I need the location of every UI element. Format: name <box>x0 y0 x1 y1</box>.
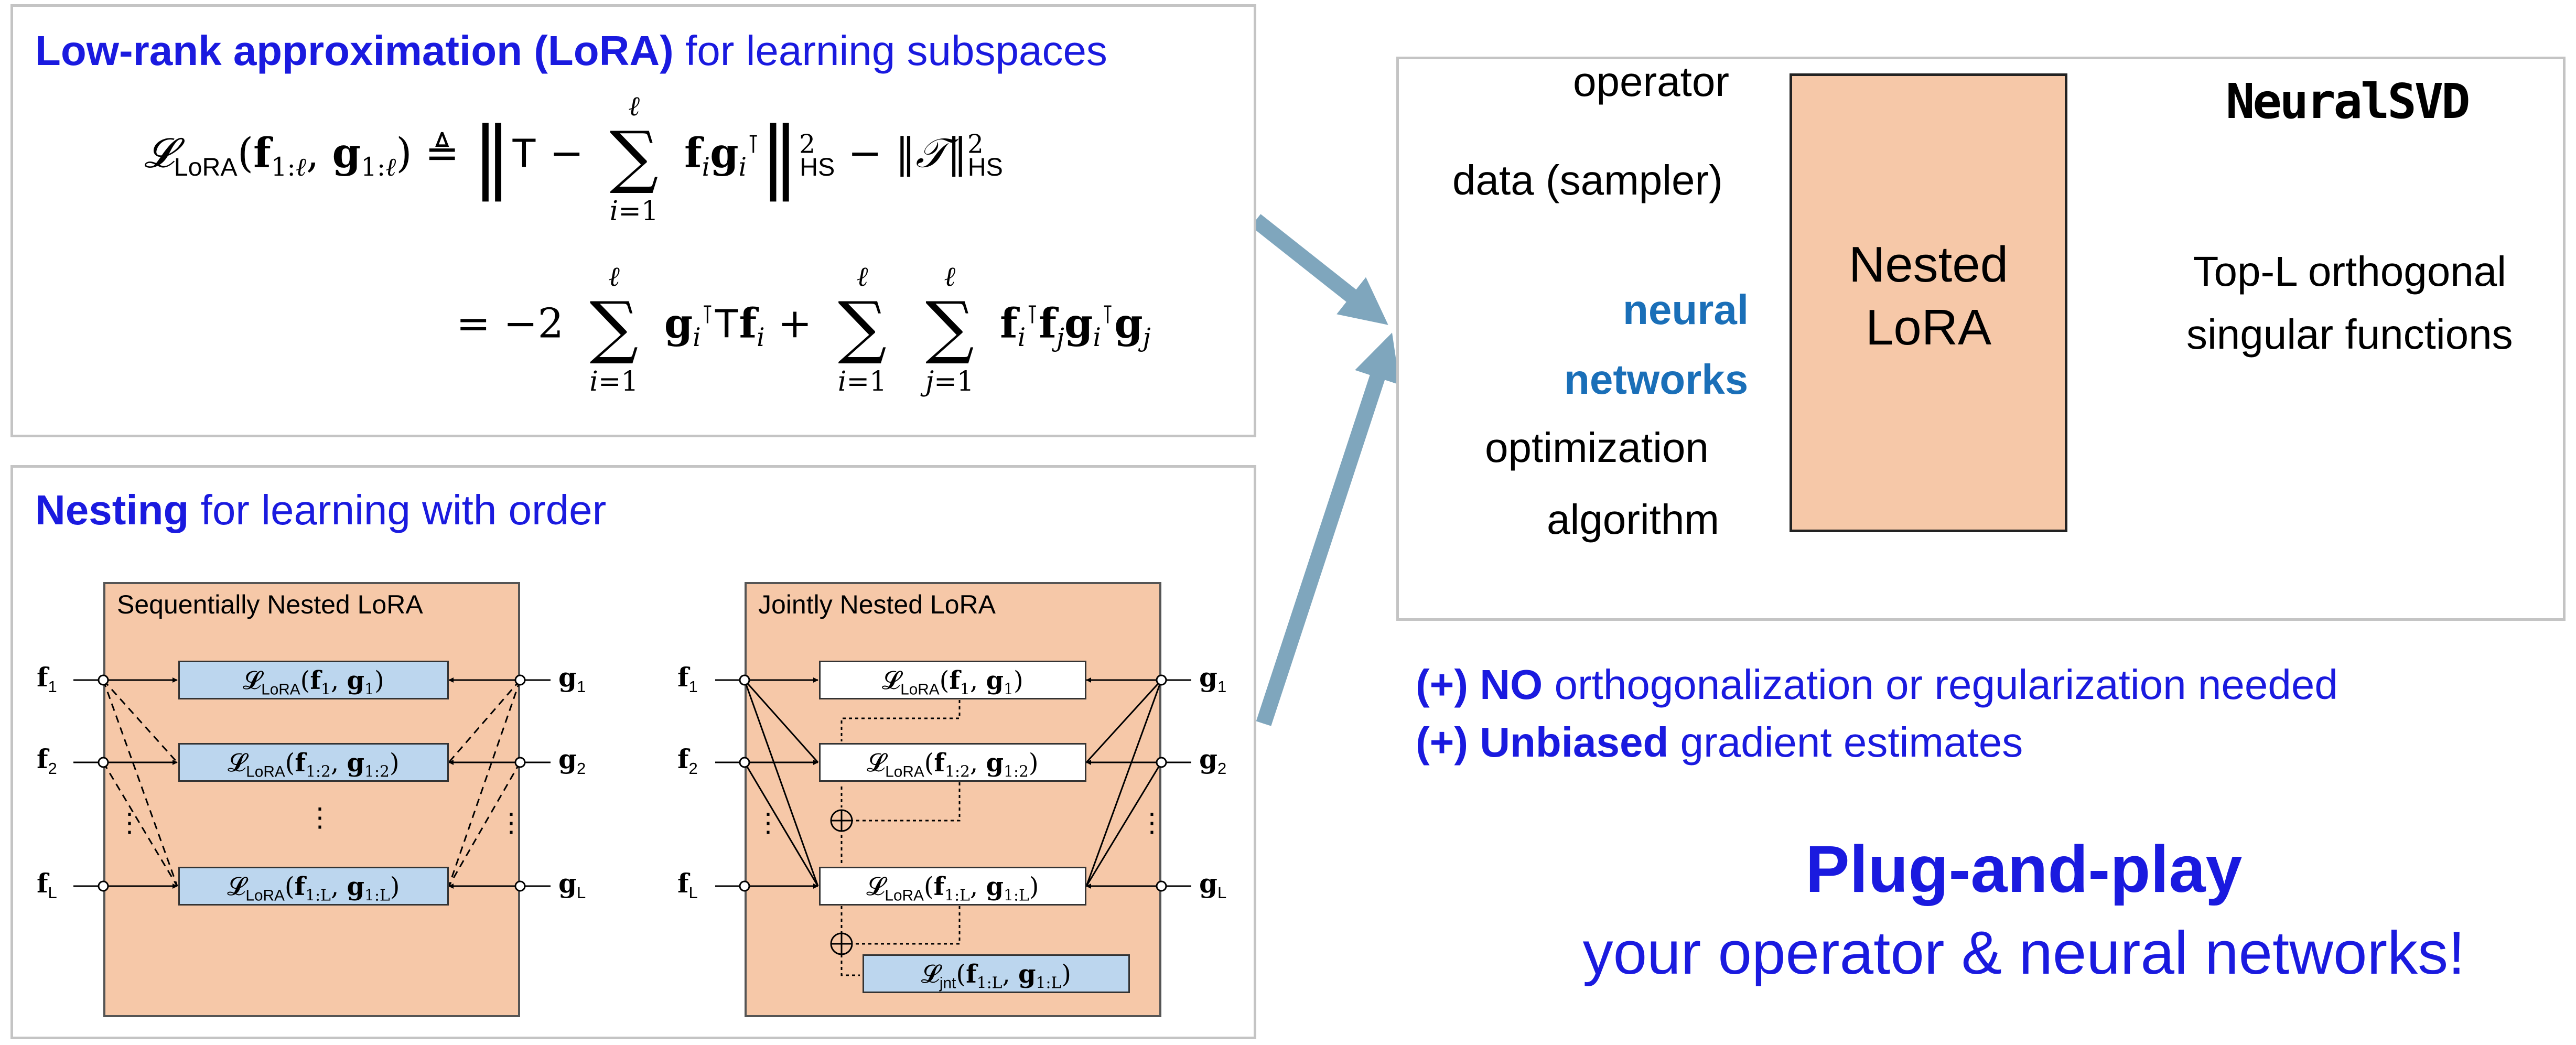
nested-label-line2: LoRA <box>1865 299 1992 355</box>
neuralsvd-logo: NeuralSVD <box>2226 73 2470 130</box>
input-operator: operator <box>1573 58 1729 105</box>
nesting-title-bold: Nesting <box>35 487 189 533</box>
lora-title-rest: for learning subspaces <box>673 27 1107 74</box>
joint-lora-1: 𝓛LoRA(f1, g1) <box>819 661 1086 699</box>
joint-g2-label: g2 <box>1199 744 1227 778</box>
joint-nested-lora-box: Jointly Nested LoRA <box>745 582 1161 1017</box>
note2-rest: gradient estimates <box>1668 719 2023 766</box>
joint-lora-jnt: 𝓛jnt(f1:L, g1:L) <box>863 954 1130 993</box>
seq-gL-label: gL <box>558 868 586 902</box>
input-data-sampler: data (sampler) <box>1452 157 1723 203</box>
joint-g1-label: g1 <box>1199 662 1227 696</box>
nested-lora-box: Nested LoRA <box>1790 73 2067 532</box>
arrow-nesting-to-svd <box>1256 332 1400 726</box>
input-optimization: optimization <box>1485 424 1709 471</box>
note2-bold: Unbiased <box>1480 719 1669 766</box>
note-orthogonalization: (+) NO orthogonalization or regularizati… <box>1416 661 2338 708</box>
seq-ellipsis-left: ⋮ <box>116 807 143 838</box>
joint-lora-2: 𝓛LoRA(f1:2, g1:2) <box>819 743 1086 782</box>
neuralsvd-output: Top-L orthogonal singular functions <box>2186 240 2513 366</box>
seq-ellipsis-mid: ⋮ <box>307 802 333 833</box>
plug-and-play-subtitle: your operator & neural networks! <box>1582 919 2465 987</box>
lora-title-bold: Low-rank approximation (LoRA) <box>35 27 674 74</box>
seq-lora-2: 𝓛LoRA(f1:2, g1:2) <box>178 743 449 782</box>
seq-ellipsis-right: ⋮ <box>498 807 524 838</box>
nesting-panel-title: Nesting for learning with order <box>35 486 606 534</box>
joint-ellipsis-left: ⋮ <box>755 807 781 838</box>
output-line1: Top-L orthogonal <box>2193 248 2507 295</box>
joint-title: Jointly Nested LoRA <box>758 590 996 619</box>
lora-panel: Low-rank approximation (LoRA) for learni… <box>10 4 1256 437</box>
nested-label-line1: Nested <box>1848 236 2009 293</box>
seq-lora-L: 𝓛LoRA(f1:L, g1:L) <box>178 867 449 906</box>
seq-lora-1: 𝓛LoRA(f1, g1) <box>178 661 449 699</box>
seq-fL-label: fL <box>37 868 57 902</box>
seq-g2-label: g2 <box>558 744 586 778</box>
input-networks: networks <box>1564 356 1749 403</box>
lora-equation-line2: = −2 ℓ∑i=1 gi⊺Tfi + ℓ∑i=1 ℓ∑j=1 fi⊺fjgi⊺… <box>456 261 1151 397</box>
joint-fL-label: fL <box>677 868 698 902</box>
sequential-nested-lora-box: Sequentially Nested LoRA <box>103 582 520 1017</box>
joint-f2-label: f2 <box>677 744 698 778</box>
output-line2: singular functions <box>2186 311 2513 358</box>
note1-rest: orthogonalization or regularization need… <box>1543 661 2338 708</box>
input-neural: neural <box>1623 286 1749 333</box>
joint-gL-label: gL <box>1199 868 1227 902</box>
lora-panel-title: Low-rank approximation (LoRA) for learni… <box>35 27 1107 75</box>
joint-ellipsis-right: ⋮ <box>1139 807 1165 838</box>
arrow-lora-to-svd <box>1251 214 1388 325</box>
seq-g1-label: g1 <box>558 662 586 696</box>
sequential-title: Sequentially Nested LoRA <box>117 590 423 619</box>
nesting-title-rest: for learning with order <box>189 487 607 533</box>
lora-equation-line1: 𝓛LoRA(f1:ℓ, g1:ℓ) ≜ ‖T − ℓ∑i=1 figi⊺‖2HS… <box>144 91 1003 227</box>
note1-bold: NO <box>1480 661 1543 708</box>
joint-f1-label: f1 <box>677 662 698 696</box>
joint-lora-L: 𝓛LoRA(f1:L, g1:L) <box>819 867 1086 906</box>
input-algorithm: algorithm <box>1547 496 1720 543</box>
seq-f1-label: f1 <box>37 662 57 696</box>
seq-f2-label: f2 <box>37 744 57 778</box>
note-unbiased: (+) Unbiased gradient estimates <box>1416 719 2023 766</box>
plug-and-play-title: Plug-and-play <box>1805 832 2243 906</box>
